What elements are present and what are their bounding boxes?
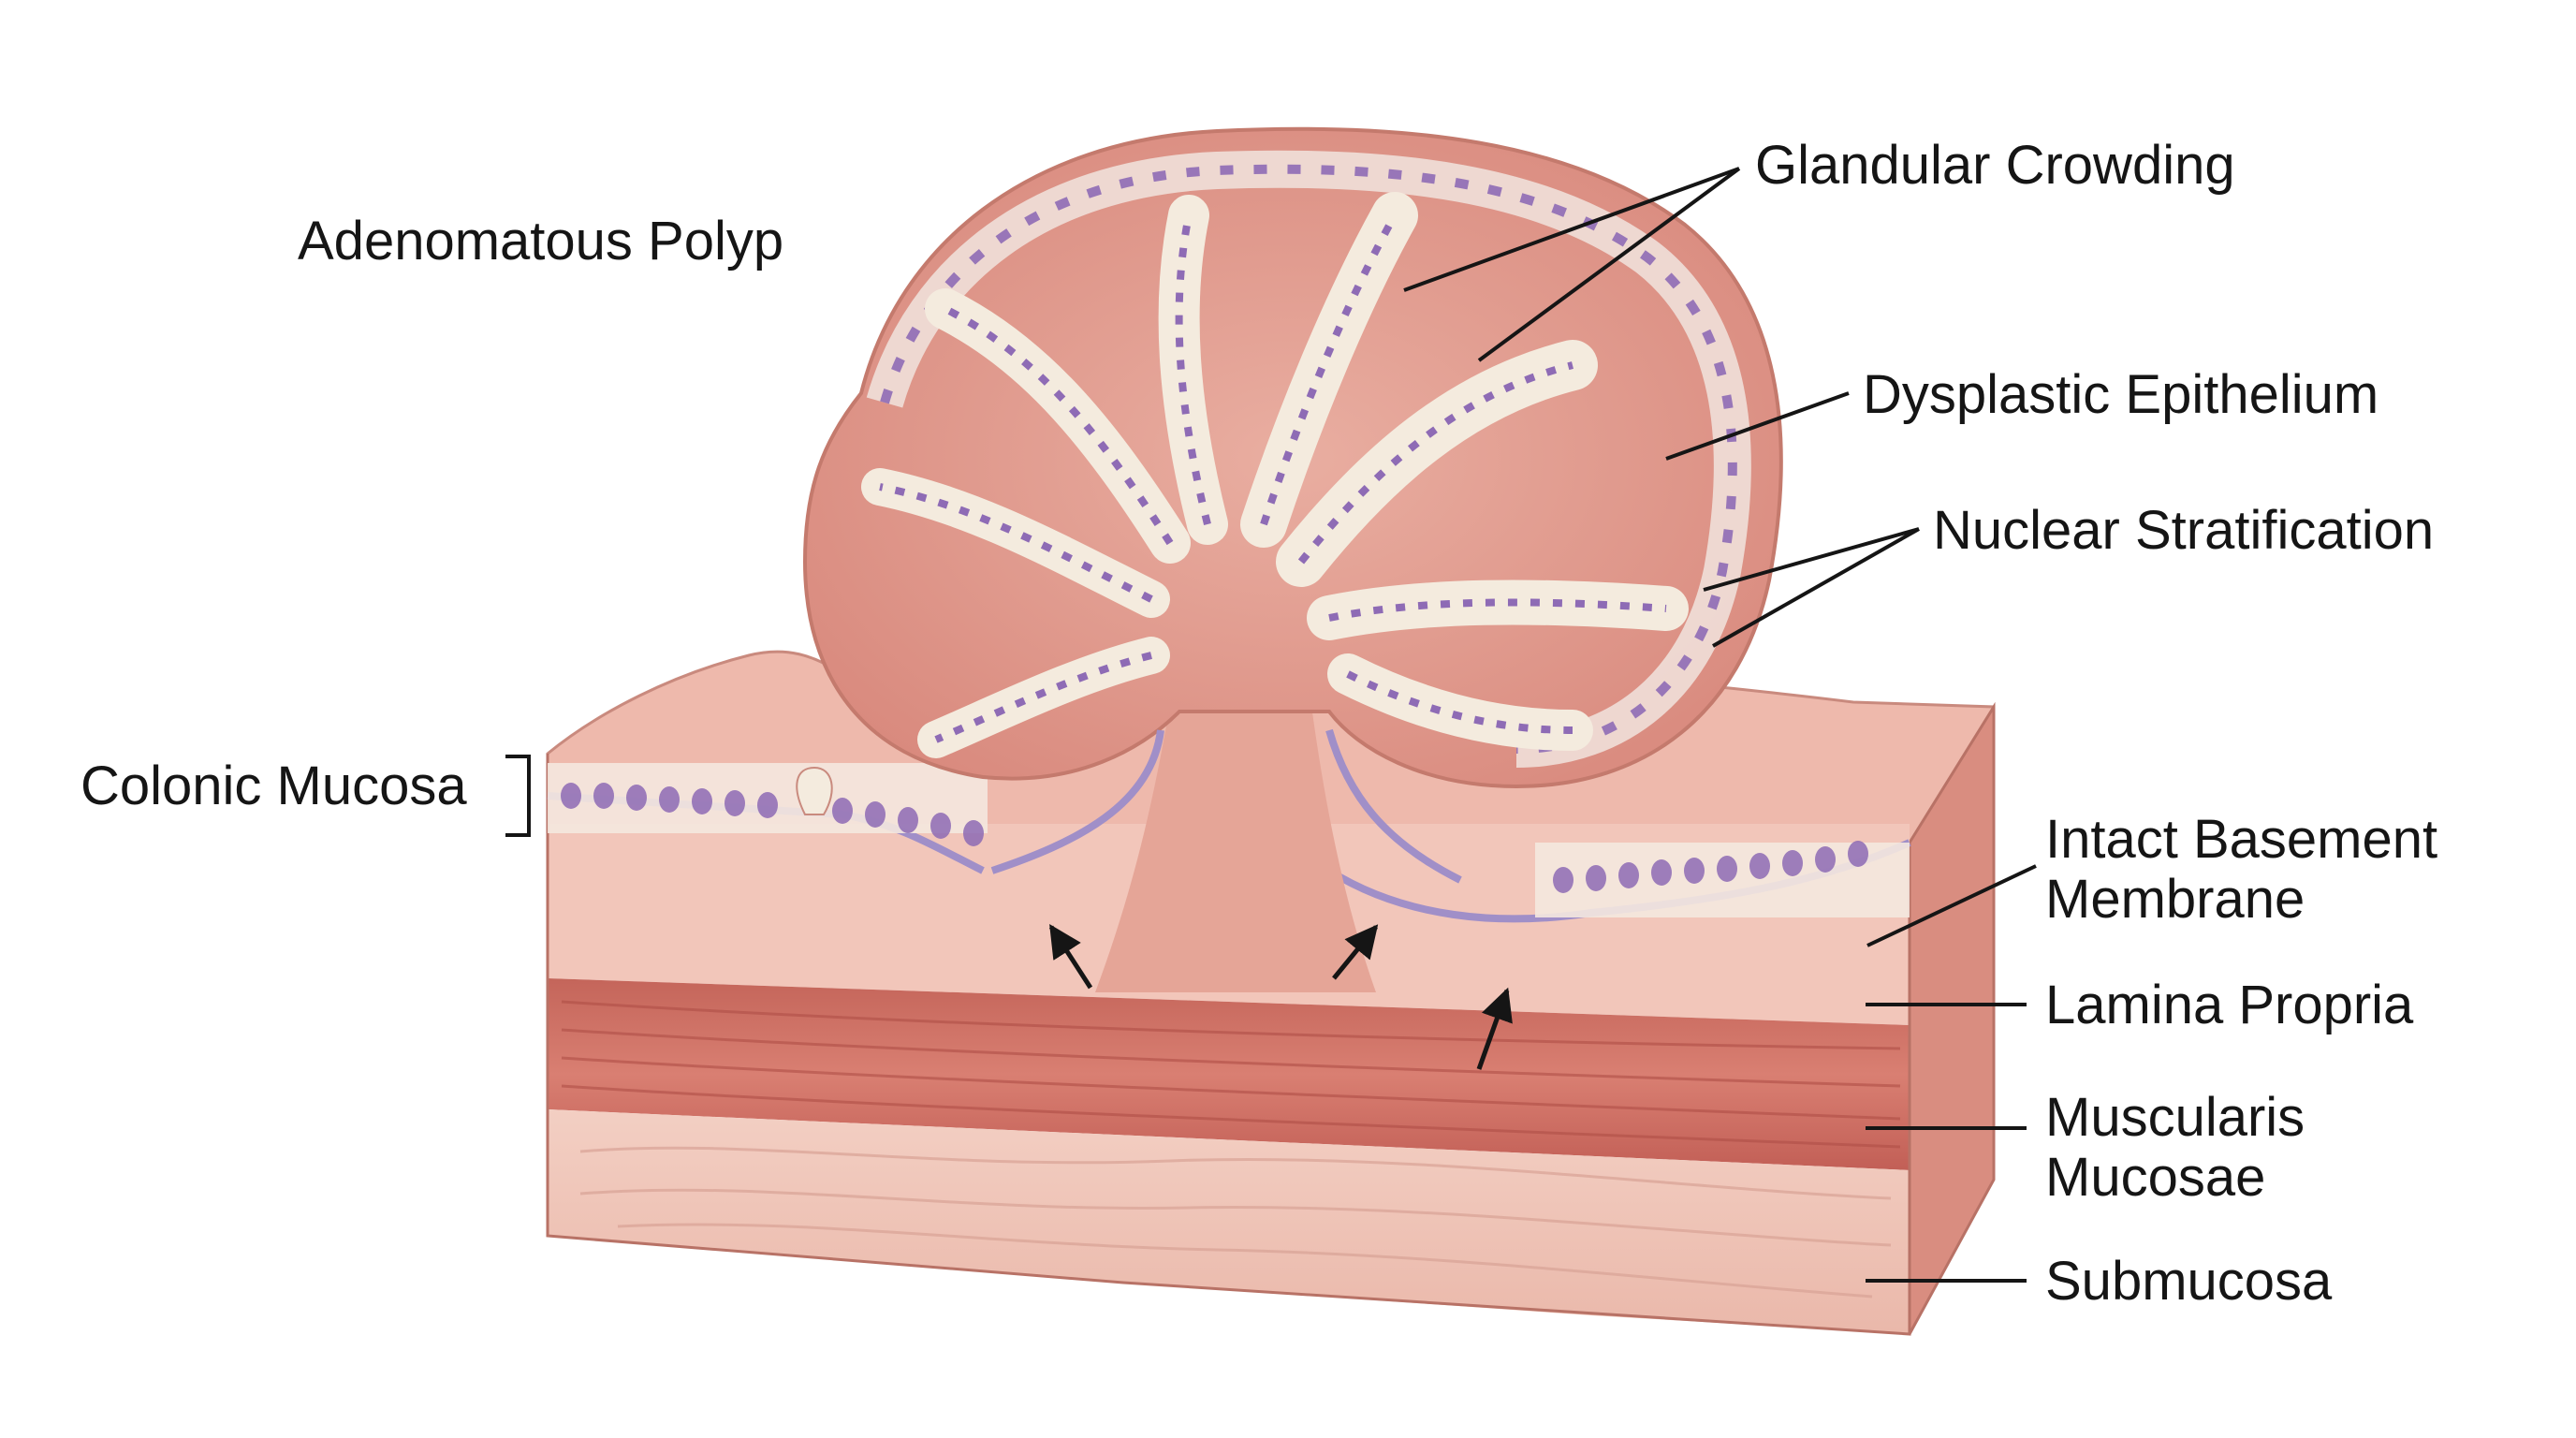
- leader-nuclear-stratification-a: [1703, 527, 1920, 592]
- leader-lines: [505, 167, 2037, 1283]
- label-muscularis-mucosae: Muscularis Mucosae: [2045, 1088, 2305, 1208]
- label-muscularis-mucosae-line2: Mucosae: [2045, 1147, 2266, 1208]
- label-intact-basement-membrane-line2: Membrane: [2045, 869, 2305, 930]
- muscularis-band: [548, 978, 1910, 1170]
- colonic-mucosa-epithelium: [547, 763, 1911, 923]
- label-dysplastic-epithelium: Dysplastic Epithelium: [1863, 364, 2379, 425]
- label-lamina-propria: Lamina Propria: [2045, 975, 2414, 1035]
- arrow-right: [1476, 987, 1513, 1070]
- leader-nuclear-stratification-b: [1712, 527, 1920, 648]
- adenomatous-polyp-illustration: [802, 126, 1783, 992]
- arrow-middle: [1332, 924, 1379, 980]
- label-glandular-crowding: Glandular Crowding: [1755, 135, 2235, 196]
- label-nuclear-stratification: Nuclear Stratification: [1933, 500, 2435, 561]
- submucosa-texture: [579, 1146, 1892, 1299]
- leader-basement-membrane: [1866, 864, 2037, 947]
- colonic-mucosa-bracket: [505, 755, 531, 837]
- label-colonic-mucosa: Colonic Mucosa: [80, 756, 467, 816]
- label-intact-basement-membrane: Intact Basement Membrane: [2045, 810, 2437, 930]
- label-adenomatous-polyp: Adenomatous Polyp: [298, 211, 784, 271]
- leader-dysplastic-epithelium: [1665, 391, 1850, 461]
- block-outline: [546, 754, 1911, 1336]
- submucosa-band: [548, 1109, 1910, 1334]
- label-muscularis-mucosae-line1: Muscularis: [2045, 1087, 2305, 1148]
- glands: [861, 192, 1689, 758]
- muscle-fibres: [561, 1000, 1901, 1149]
- label-intact-basement-membrane-line1: Intact Basement: [2045, 809, 2438, 870]
- label-submucosa: Submucosa: [2045, 1251, 2333, 1312]
- leader-glandular-crowding-a: [1403, 167, 1740, 292]
- leader-glandular-crowding-b: [1477, 167, 1741, 362]
- arrow-left: [1048, 924, 1093, 990]
- basement-membrane-arrows: [1048, 924, 1513, 1070]
